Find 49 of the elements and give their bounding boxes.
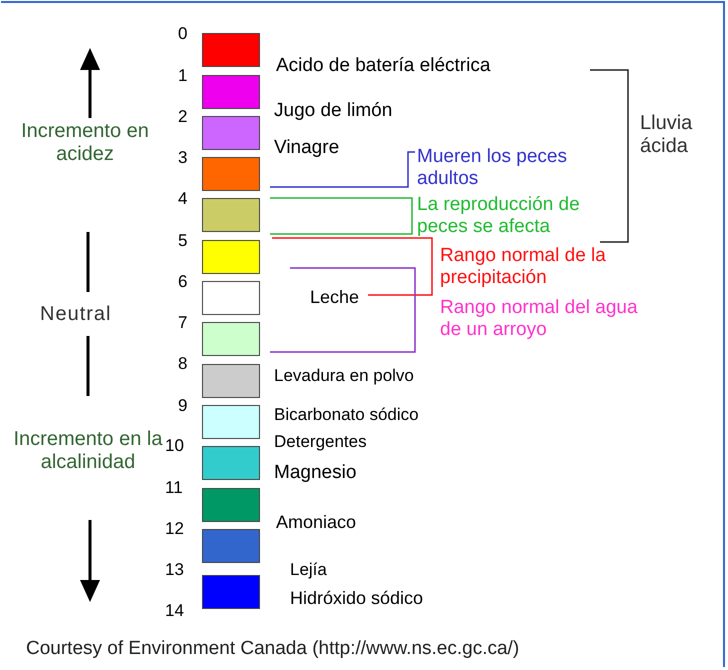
color-swatch <box>202 281 260 315</box>
color-swatch <box>202 405 260 439</box>
scale-label: Neutral <box>40 303 112 326</box>
color-swatch <box>202 198 260 232</box>
ph-number: 11 <box>165 478 183 498</box>
substance-label: Leche <box>310 287 360 308</box>
color-swatch <box>202 488 260 522</box>
bracket-label: La reproducción de peces se afecta <box>417 194 581 238</box>
color-swatch <box>202 75 260 109</box>
bracket-label: Rango normal del agua de un arroyo <box>440 297 639 341</box>
scale-label: Incremento en acidez <box>20 120 150 166</box>
bracket-label: Lluvia ácida <box>640 112 694 158</box>
scale-label: Incremento en la alcalinidad <box>12 428 164 474</box>
bracket-label: Mueren los peces adultos <box>417 146 568 190</box>
ph-number: 6 <box>178 272 188 292</box>
caption: Courtesy of Environment Canada (http://www.ns.ec.gc.ca/) <box>26 638 520 660</box>
substance-label: Acido de batería eléctrica <box>276 55 490 77</box>
color-swatch <box>202 575 260 609</box>
substance-label: Vinagre <box>274 137 340 159</box>
substance-label: Hidróxido sódico <box>290 588 424 609</box>
color-swatch <box>202 364 260 398</box>
substance-label: Bicarbonato sódico <box>274 405 419 425</box>
substance-label: Magnesio <box>274 462 356 484</box>
ph-number: 9 <box>178 396 188 416</box>
ph-number: 12 <box>165 519 184 539</box>
ph-number: 3 <box>178 148 188 168</box>
substance-label: Jugo de limón <box>274 100 392 122</box>
ph-number: 5 <box>178 231 188 251</box>
substance-label: Detergentes <box>274 432 367 452</box>
color-swatch <box>202 33 260 67</box>
ph-number: 0 <box>178 24 188 44</box>
ph-number: 1 <box>178 66 188 86</box>
substance-label: Levadura en polvo <box>274 366 414 386</box>
ph-number: 13 <box>165 560 184 580</box>
substance-label: Amoniaco <box>276 512 356 533</box>
ph-number: 10 <box>165 436 184 456</box>
ph-number: 4 <box>178 189 188 209</box>
ph-number: 8 <box>178 354 188 374</box>
color-swatch <box>202 157 260 191</box>
color-swatch <box>202 116 260 150</box>
ph-number: 2 <box>178 107 188 127</box>
substance-label: Lejía <box>290 560 327 580</box>
ph-number: 7 <box>178 313 188 333</box>
color-swatch <box>202 529 260 563</box>
color-swatch <box>202 240 260 274</box>
ph-number: 14 <box>165 601 184 621</box>
bracket-label: Rango normal de la precipitación <box>440 245 607 289</box>
color-swatch <box>202 322 260 356</box>
color-swatch <box>202 446 260 480</box>
